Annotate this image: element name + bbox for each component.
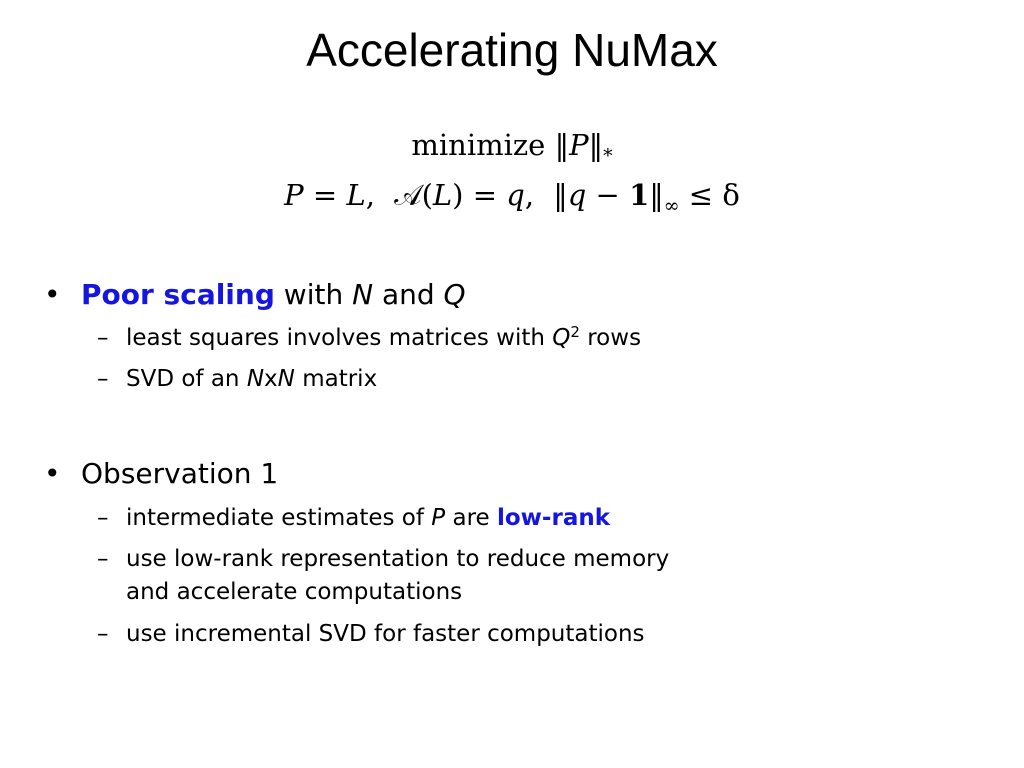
slide-title: Accelerating NuMax bbox=[306, 24, 718, 76]
formula-var-l: L bbox=[346, 178, 366, 212]
bullet-marker: • bbox=[44, 278, 61, 311]
var-p: P bbox=[431, 505, 446, 531]
formula-one-vector: 1 bbox=[629, 178, 650, 212]
sub-bullet-dash: – bbox=[97, 366, 109, 392]
formula-objective: minimize ‖P‖* bbox=[411, 128, 613, 167]
sub-bullet-dash: – bbox=[97, 325, 109, 351]
var-q: Q bbox=[443, 278, 466, 311]
var-n: N bbox=[277, 366, 295, 392]
formula-infinity: ∞ bbox=[663, 195, 680, 217]
formula-var-p: P bbox=[284, 178, 304, 212]
sub-bullet-least-squares: –least squares involves matrices with Q2… bbox=[97, 322, 641, 355]
sub-bullet-text: intermediate estimates of bbox=[126, 505, 432, 531]
sub-bullet-text: use low-rank representation to reduce me… bbox=[126, 546, 670, 572]
var-q: Q bbox=[552, 325, 571, 351]
sub-bullet-text: matrix bbox=[294, 366, 378, 392]
formula-star: * bbox=[603, 145, 613, 167]
sub-bullet-dash: – bbox=[97, 546, 109, 572]
sub-bullet-continuation: and accelerate computations bbox=[126, 579, 463, 605]
superscript-2: 2 bbox=[570, 323, 580, 341]
sub-bullet-dash: – bbox=[97, 621, 109, 647]
formula-var-q: q bbox=[506, 178, 525, 212]
sub-bullet-dash: – bbox=[97, 505, 109, 531]
formula-constraints: P = L, 𝒜(L) = q, ‖q − 1‖∞ ≤ δ bbox=[284, 178, 740, 217]
sub-bullet-text: x bbox=[264, 366, 278, 392]
sub-bullet-text: use incremental SVD for faster computati… bbox=[126, 621, 645, 647]
sub-bullet-incremental-svd: –use incremental SVD for faster computat… bbox=[97, 618, 645, 651]
sub-bullet-svd: –SVD of an NxN matrix bbox=[97, 363, 377, 396]
bullet-text: Observation 1 bbox=[81, 457, 279, 490]
sub-bullet-text: least squares involves matrices with bbox=[126, 325, 553, 351]
formula-var-l: L bbox=[432, 178, 453, 212]
bullet-text: with bbox=[274, 278, 353, 311]
sub-bullet-text: are bbox=[445, 505, 497, 531]
highlight-low-rank: low-rank bbox=[497, 505, 611, 531]
bullet-poor-scaling: • Poor scaling with N and Q bbox=[44, 277, 466, 313]
sub-bullet-intermediate-estimates: –intermediate estimates of P are low-ran… bbox=[97, 502, 610, 535]
formula-minimize-word: minimize bbox=[411, 128, 546, 162]
sub-bullet-text: rows bbox=[579, 325, 642, 351]
bullet-text: and bbox=[373, 278, 444, 311]
formula-delta: δ bbox=[722, 178, 740, 212]
highlight-poor-scaling: Poor scaling bbox=[81, 278, 275, 311]
sub-bullet-text: SVD of an bbox=[126, 366, 247, 392]
formula-operator-a: 𝒜 bbox=[394, 178, 422, 212]
bullet-marker: • bbox=[44, 457, 61, 490]
var-n: N bbox=[352, 278, 374, 311]
sub-bullet-low-rank-representation: –use low-rank representation to reduce m… bbox=[97, 543, 669, 576]
bullet-observation: • Observation 1 bbox=[44, 456, 278, 492]
var-n: N bbox=[246, 366, 265, 392]
formula-var-q: q bbox=[567, 178, 587, 212]
formula-var-p: P bbox=[569, 128, 589, 162]
